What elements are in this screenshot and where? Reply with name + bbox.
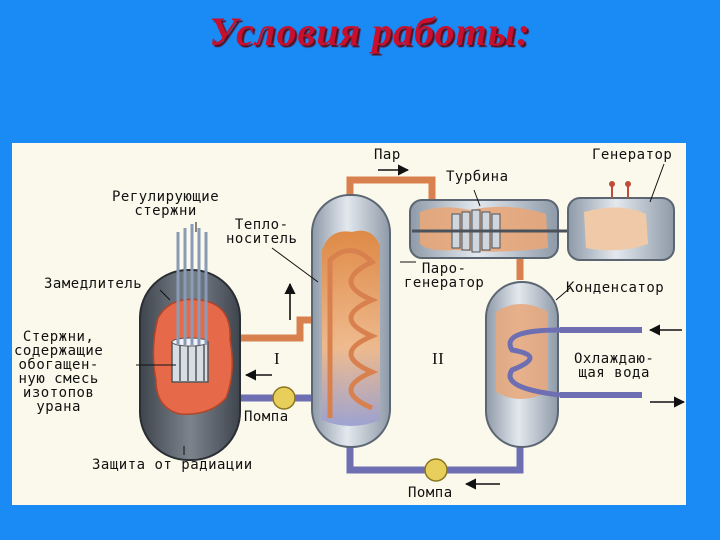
- steam-generator: [311, 194, 391, 448]
- label-pump-primary: Помпа: [244, 409, 289, 425]
- label-fuel-rods: Стержни, содержащие обогащен- ную смесь …: [14, 329, 104, 415]
- label-coolant: Тепло- носитель: [226, 217, 298, 247]
- leader-lines: [136, 163, 665, 455]
- label-steam: Пар: [374, 147, 401, 163]
- slide-title: Условия работы:: [209, 9, 531, 54]
- label-pump-secondary: Помпа: [408, 485, 453, 501]
- label-circuit-one: I: [274, 349, 281, 368]
- label-steam-generator: Паро- генератор: [404, 261, 485, 291]
- control-rods: [176, 224, 208, 345]
- generator: [567, 181, 675, 261]
- label-control-rods: Регулирующие стержни: [112, 189, 220, 219]
- label-condenser: Конденсатор: [566, 280, 665, 296]
- pump-secondary-icon: [424, 458, 448, 482]
- condenser: [485, 281, 561, 448]
- label-moderator: Замедлитель: [44, 276, 143, 292]
- reactor: [139, 224, 241, 461]
- label-turbine: Турбина: [446, 169, 509, 185]
- label-generator: Генератор: [592, 147, 673, 163]
- pump-primary-icon: [272, 386, 296, 410]
- label-cooling-water: Охлаждаю- щая вода: [574, 351, 655, 381]
- label-radiation-shield: Защита от радиации: [92, 457, 253, 473]
- flow-arrows: [244, 164, 686, 490]
- label-circuit-two: II: [432, 349, 445, 368]
- turbine: [409, 199, 586, 259]
